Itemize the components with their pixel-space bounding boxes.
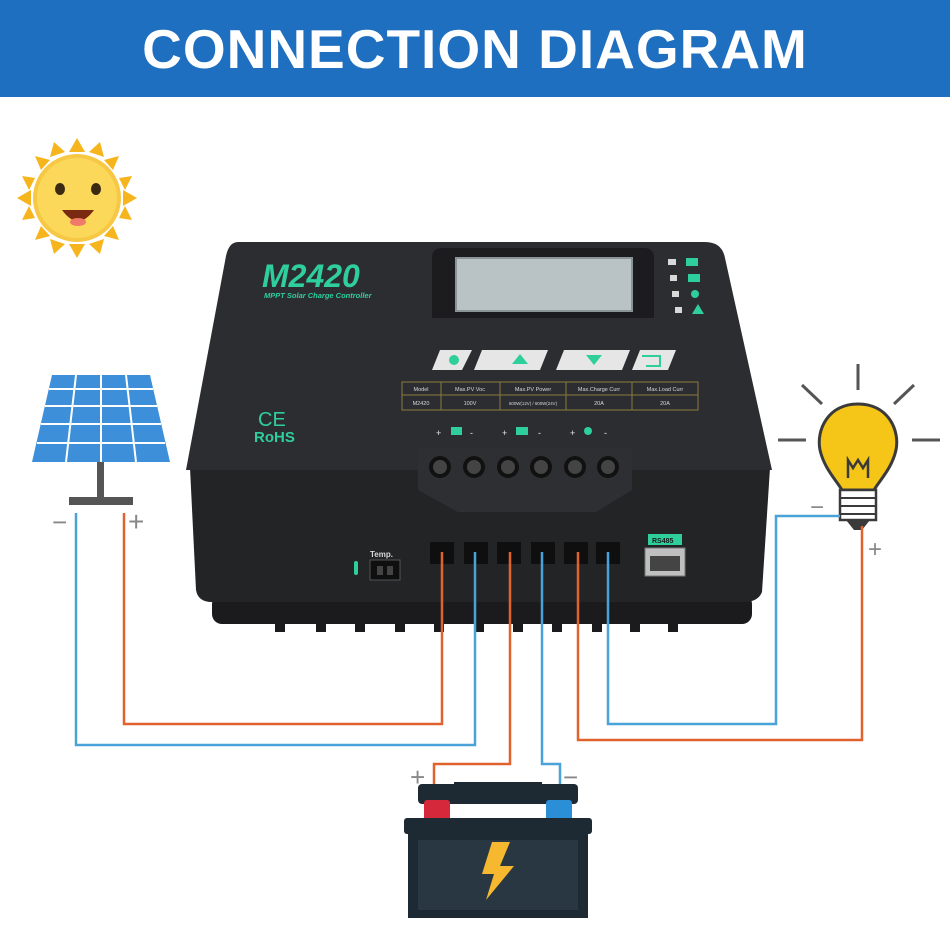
- sun-icon: [17, 138, 137, 258]
- rohs-mark: RoHS: [254, 429, 295, 446]
- solar-panel: [32, 374, 170, 505]
- pv-minus-sign: -: [470, 428, 473, 438]
- spec-value-model: M2420: [413, 401, 430, 407]
- spec-value-load-curr: 20A: [660, 401, 670, 407]
- spec-header-model: Model: [414, 387, 429, 393]
- battery-positive-label: +: [410, 762, 425, 792]
- load-terminal-icon: [584, 427, 592, 435]
- spec-header-pv-voc: Max.PV Voc: [455, 387, 485, 393]
- header-banner: CONNECTION DIAGRAM: [0, 0, 950, 97]
- battery-negative-label: −: [563, 762, 578, 792]
- spec-value-pv-power: 600W(12V) / 600W(24V): [509, 401, 558, 406]
- rs485-label: RS485: [652, 538, 674, 545]
- pv-plus-sign: +: [436, 428, 441, 438]
- load-minus-sign: -: [604, 428, 607, 438]
- spec-header-load-curr: Max.Load Curr: [647, 387, 684, 393]
- spec-value-charge-curr: 20A: [594, 401, 604, 407]
- model-logo: M2420: [262, 258, 360, 294]
- spec-header-charge-curr: Max.Charge Curr: [578, 387, 620, 393]
- spec-header-pv-power: Max.PV Power: [515, 387, 552, 393]
- battery: [404, 782, 592, 918]
- pv-terminal-icon: [451, 427, 462, 435]
- panel-negative-label: −: [52, 507, 67, 537]
- thermometer-icon: [354, 561, 358, 575]
- panel-positive-label: +: [128, 506, 144, 537]
- load-plus-sign: +: [570, 428, 575, 438]
- ce-mark: CE: [258, 409, 286, 431]
- pv-negative-wire: [74, 513, 477, 747]
- connection-diagram: − + − +: [17, 138, 940, 918]
- bulb-positive-label: +: [868, 536, 882, 563]
- page-title: CONNECTION DIAGRAM: [142, 17, 808, 80]
- temp-label: Temp.: [370, 550, 393, 559]
- load-negative-wire: [606, 514, 840, 726]
- charge-controller: Model Max.PV Voc Max.PV Power Max.Charge…: [186, 242, 772, 632]
- load-positive-wire: [576, 526, 864, 742]
- light-bulb: [778, 364, 940, 530]
- battery-plus-sign: +: [502, 428, 507, 438]
- battery-terminal-icon: [516, 427, 528, 435]
- model-subtitle: MPPT Solar Charge Controller: [264, 291, 373, 300]
- battery-minus-sign: -: [538, 428, 541, 438]
- pv-positive-wire: [122, 513, 444, 726]
- spec-value-pv-voc: 100V: [464, 401, 477, 407]
- bulb-negative-label: −: [810, 494, 824, 521]
